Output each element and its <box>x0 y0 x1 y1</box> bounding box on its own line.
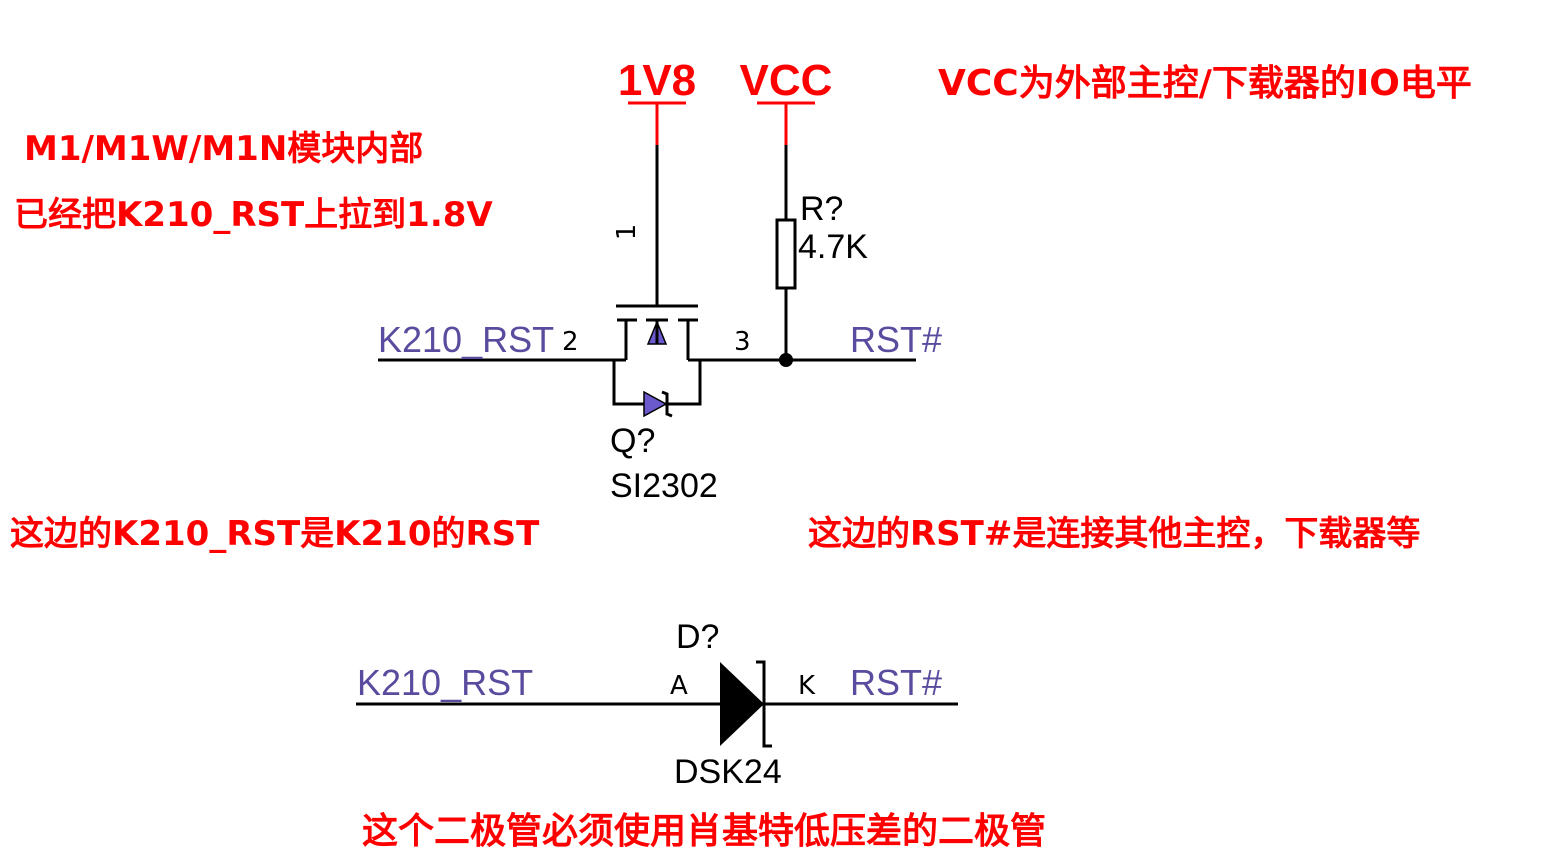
diode-part: DSK24 <box>674 753 782 791</box>
note-diode-description: 这个二极管必须使用肖基特低压差的二极管 <box>362 811 1046 852</box>
resistor-ref: R? <box>800 190 843 228</box>
diode-pin-k-label: K <box>798 671 816 701</box>
note-module-line2: 已经把K210_RST上拉到1.8V <box>14 195 493 235</box>
diode-net-label-k210-rst: K210_RST <box>357 662 533 703</box>
diode-ref: D? <box>676 618 719 656</box>
mosfet-part: SI2302 <box>610 467 718 505</box>
pullup-resistor: R? 4.7K <box>775 145 868 360</box>
net-label-k210-rst: K210_RST <box>378 319 554 360</box>
diode-schottky-bar <box>756 660 772 748</box>
diode-triangle-icon <box>720 662 764 746</box>
body-diode-loop <box>612 360 702 406</box>
mosfet-pin2-label: 2 <box>562 327 579 357</box>
power-1v8-symbol: 1V8 <box>618 56 696 145</box>
diode-pin-a-label: A <box>670 671 688 701</box>
note-vcc-description: VCC为外部主控/下载器的IO电平 <box>938 63 1472 104</box>
resistor-value: 4.7K <box>798 228 868 266</box>
note-right-description: 这边的RST#是连接其他主控，下载器等 <box>808 514 1420 554</box>
schottky-diode-circuit: K210_RST RST# A K D? DSK24 <box>356 618 958 791</box>
body-diode-triangle-icon <box>643 390 668 418</box>
power-1v8-label: 1V8 <box>618 56 696 105</box>
resistor-body <box>775 218 797 290</box>
mosfet-pin3-label: 3 <box>734 327 751 357</box>
net-label-rst-hash: RST# <box>850 319 942 360</box>
diode-net-label-rst-hash: RST# <box>850 662 942 703</box>
mosfet-circuit: 1 K210_RST 2 3 RST# Q? SI2302 <box>378 145 942 505</box>
mosfet-ref: Q? <box>610 422 655 460</box>
power-vcc-label: VCC <box>740 56 833 105</box>
power-vcc-symbol: VCC <box>740 56 833 145</box>
note-module-line1: M1/M1W/M1N模块内部 <box>24 129 423 169</box>
mosfet-pin1-label: 1 <box>612 224 642 241</box>
body-diode-zener-bar <box>661 390 673 418</box>
note-left-description: 这边的K210_RST是K210的RST <box>10 514 540 554</box>
